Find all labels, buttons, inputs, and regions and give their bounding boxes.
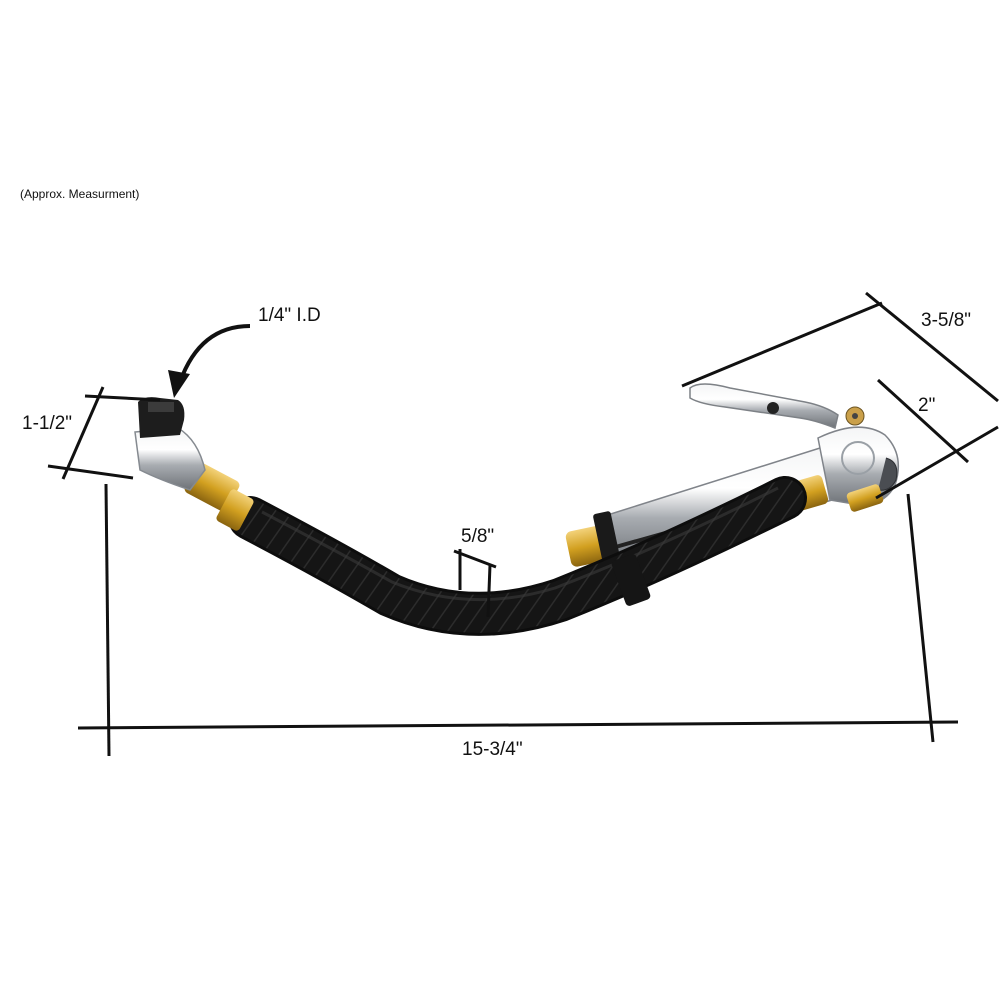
head-width-label: 3-5/8": [921, 310, 972, 331]
air-chuck: [134, 397, 206, 491]
hose-right-tick: [486, 564, 492, 618]
trigger-lever: [689, 383, 865, 430]
inner-diameter-label: 1/4" I.D: [258, 305, 321, 326]
length-left-extension: [104, 483, 111, 757]
body-depth-label: 2": [918, 395, 936, 416]
overall-length-label: 15-3/4": [462, 739, 523, 760]
brass-inlet-fitting: [565, 511, 621, 567]
arrow-icon: [168, 324, 251, 398]
tip-bottom-extension: [47, 464, 134, 480]
tip-height-label: 1-1/2": [22, 413, 73, 434]
dimension-lines: [47, 291, 999, 757]
head-width-line: [865, 291, 999, 403]
length-line: [77, 720, 959, 730]
hose-diameter-label: 5/8": [461, 526, 495, 547]
body-bottom-extension: [875, 425, 999, 500]
hose-clamp: [611, 554, 651, 606]
length-right-extension: [906, 493, 935, 743]
head-top-extension: [681, 301, 883, 388]
approx-measurement-note: (Approx. Measurment): [20, 187, 140, 201]
tip-height-line: [61, 386, 105, 480]
body-depth-line: [876, 378, 970, 464]
